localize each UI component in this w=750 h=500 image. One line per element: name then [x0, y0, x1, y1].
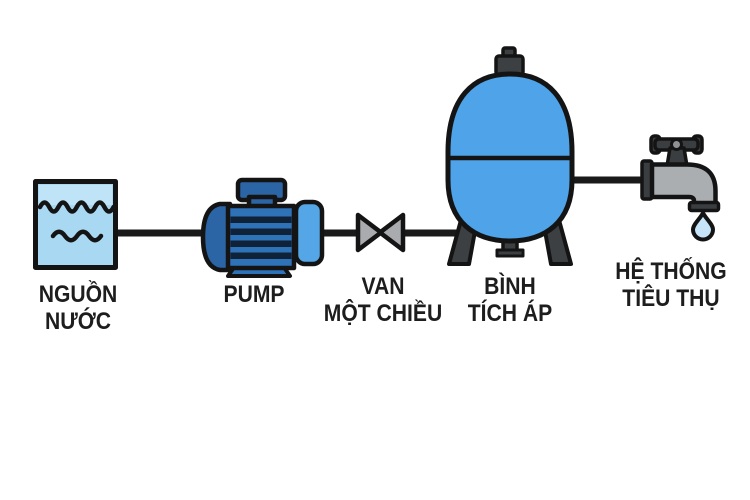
- pressure-tank-label: BÌNH TÍCH ÁP: [435, 273, 585, 327]
- pressure-tank-label-line2: TÍCH ÁP: [467, 300, 553, 327]
- spout-tip: [687, 200, 721, 213]
- faucet-body: [649, 162, 718, 208]
- pump-icon: [200, 177, 325, 278]
- water-source-label-line1: NGUỒN: [38, 281, 118, 308]
- faucet-icon: [640, 134, 721, 242]
- check-valve-label-line1: VAN: [361, 273, 405, 300]
- tank-bottom-base: [495, 248, 525, 258]
- consumption-system-label-line1: HỆ THỐNG: [615, 258, 727, 285]
- water-tank-icon: [33, 179, 118, 270]
- check-valve-icon: [355, 212, 406, 253]
- pump-label-line1: PUMP: [223, 281, 285, 308]
- water-drop-icon: [691, 211, 715, 242]
- pressure-tank-icon: [445, 46, 575, 266]
- consumption-system-label: HỆ THỐNG TIÊU THỤ: [596, 258, 746, 312]
- consumption-system-label-line2: TIÊU THỤ: [622, 285, 720, 312]
- water-source-label-line2: NƯỚC: [44, 308, 112, 335]
- pipes: [116, 176, 648, 237]
- water-source-label: NGUỒN NƯỚC: [3, 281, 153, 335]
- pressure-tank-label-line1: BÌNH: [484, 273, 536, 300]
- check-valve-label-line2: MỘT CHIỀU: [323, 300, 443, 327]
- pump-label: PUMP: [179, 281, 329, 308]
- handle-hub: [670, 138, 683, 151]
- check-valve-label: VAN MỘT CHIỀU: [308, 273, 458, 327]
